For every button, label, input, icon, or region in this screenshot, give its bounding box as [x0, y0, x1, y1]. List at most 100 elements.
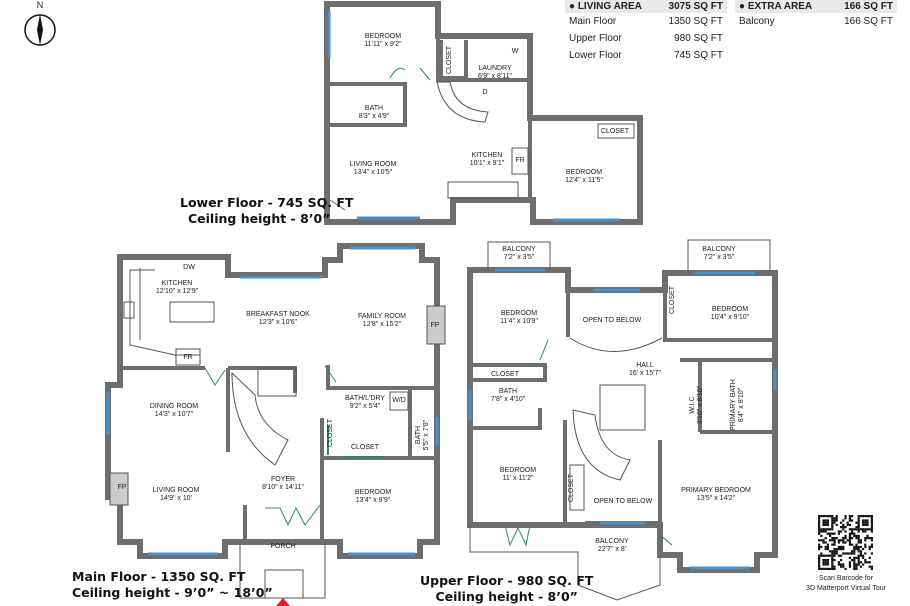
qr-module	[831, 537, 834, 540]
qr-module	[870, 523, 873, 526]
qr-module	[840, 539, 843, 542]
room-size: 12'8" x 15'2"	[363, 321, 402, 328]
lower-room-label: FR	[515, 157, 524, 164]
qr-module	[862, 523, 865, 526]
room-name: BATH	[499, 388, 517, 395]
qr-module	[826, 519, 829, 522]
qr-module	[824, 537, 827, 540]
qr-module	[862, 521, 865, 524]
qr-module	[837, 561, 840, 564]
qr-module	[822, 567, 825, 570]
room-size: 12'3" x 10'6"	[259, 319, 298, 326]
qr-module	[862, 530, 865, 533]
qr-module	[831, 521, 834, 524]
qr-module	[831, 556, 834, 559]
upper-room-label: CLOSET	[491, 371, 520, 378]
qr-module	[853, 534, 856, 537]
qr-module	[831, 561, 834, 564]
qr-code[interactable]	[818, 515, 873, 570]
qr-module	[859, 565, 862, 568]
room-size: 11'4" x 10'9"	[500, 318, 538, 325]
qr-module	[831, 523, 834, 526]
qr-module	[829, 515, 832, 518]
qr-module	[818, 523, 821, 526]
qr-module	[820, 567, 823, 570]
room-name: BATH/L'DRY	[345, 395, 385, 402]
room-name: CLOSET	[446, 45, 453, 74]
qr-module	[833, 554, 836, 557]
room-name: PORCH	[270, 543, 295, 550]
qr-module	[857, 550, 860, 553]
qr-module	[822, 528, 825, 531]
room-name: FAMILY ROOM	[358, 313, 406, 320]
qr-module	[851, 550, 854, 553]
qr-module	[857, 561, 860, 564]
qr-module	[837, 554, 840, 557]
qr-module	[853, 561, 856, 564]
upper-room-label: OPEN TO BELOW	[583, 317, 642, 324]
qr-module	[818, 567, 821, 570]
lower-room-label: W	[512, 48, 519, 55]
area-row-label: Upper Floor	[569, 33, 622, 44]
qr-module	[855, 545, 858, 548]
upper-room-label: CLOSET	[669, 285, 676, 314]
qr-module	[857, 554, 860, 557]
main-room-label: FP	[431, 322, 440, 329]
qr-module	[855, 543, 858, 546]
qr-module	[835, 523, 838, 526]
area-row-value: 166 SQ FT	[844, 16, 893, 27]
qr-module	[818, 515, 821, 518]
qr-module	[848, 539, 851, 542]
qr-module	[870, 521, 873, 524]
qr-module	[853, 545, 856, 548]
qr-module	[866, 537, 869, 540]
upper-room-label: OPEN TO BELOW	[594, 498, 653, 505]
qr-module	[844, 552, 847, 555]
qr-module	[855, 563, 858, 566]
qr-module	[833, 532, 836, 535]
qr-module	[818, 545, 821, 548]
qr-module	[826, 561, 829, 564]
qr-module	[818, 554, 821, 557]
qr-module	[831, 528, 834, 531]
qr-module	[864, 530, 867, 533]
main-room-label: DW	[183, 264, 195, 271]
qr-module	[848, 537, 851, 540]
qr-module	[848, 556, 851, 559]
qr-module	[833, 550, 836, 553]
room-size: 22'7" x 8'	[598, 546, 626, 553]
qr-module	[870, 515, 873, 518]
qr-module	[864, 539, 867, 542]
qr-module	[842, 541, 845, 544]
qr-module	[864, 561, 867, 564]
lower-room-label: D	[482, 89, 487, 96]
qr-module	[840, 554, 843, 557]
qr-module	[868, 556, 871, 559]
room-name: LAUNDRY	[478, 65, 512, 72]
qr-module	[833, 548, 836, 551]
qr-module	[870, 526, 873, 529]
qr-module	[857, 519, 860, 522]
qr-module	[848, 561, 851, 564]
qr-module	[851, 552, 854, 555]
qr-module	[853, 559, 856, 562]
qr-module	[864, 545, 867, 548]
qr-module	[870, 517, 873, 520]
qr-module	[824, 563, 827, 566]
qr-module	[862, 554, 865, 557]
qr-module	[826, 521, 829, 524]
qr-module	[824, 545, 827, 548]
room-name: BATH	[365, 105, 383, 112]
